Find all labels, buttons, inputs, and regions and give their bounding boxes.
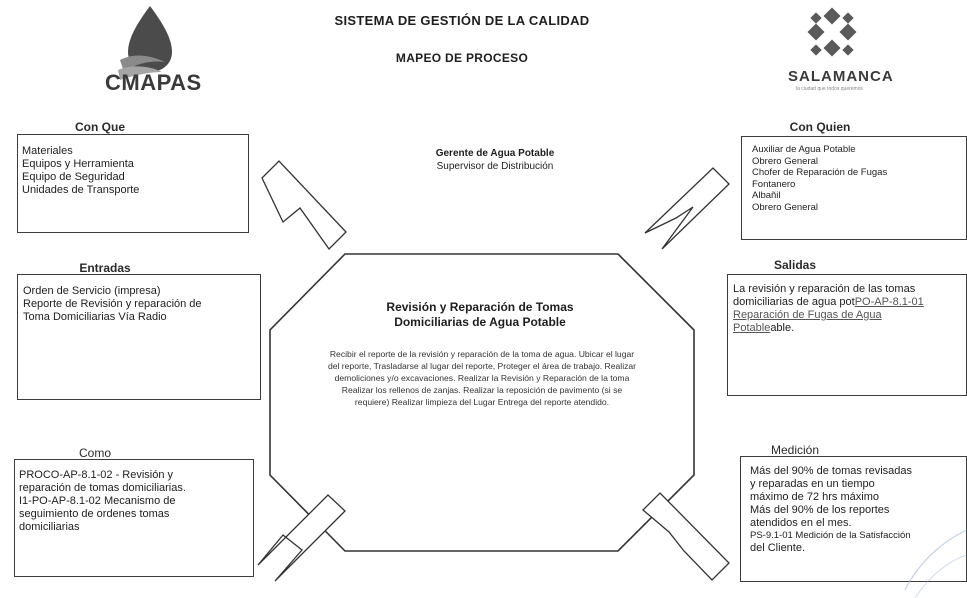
con-quien-box: Auxiliar de Agua Potable Obrero General …: [741, 136, 967, 240]
process-octagon: [269, 253, 695, 552]
entradas-item: Orden de Servicio (impresa): [23, 285, 161, 297]
entradas-box: Orden de Servicio (impresa) Reporte de R…: [17, 274, 261, 400]
arrow-bottom-left: [257, 494, 346, 582]
medicion-item: PS-9.1-01 Medición de la Satisfacción: [750, 530, 911, 541]
proceso-desc-line: demoliciones y/o excavaciones. Realizar …: [334, 373, 630, 383]
como-item: reparación de tomas domiciliarias.: [19, 482, 186, 494]
medicion-item: máximo de 72 hrs máximo: [750, 491, 879, 503]
con-que-item: Equipos y Herramienta: [22, 158, 134, 170]
proceso-desc-line: Realizar los rellenos de zanjas. Realiza…: [341, 385, 623, 395]
como-item: PROCO-AP-8.1-02 - Revisión y: [19, 469, 174, 481]
con-quien-item: Albañil: [752, 190, 781, 201]
salamanca-logo-text: SALAMANCA: [788, 68, 894, 85]
proceso-title-line1: Revisión y Reparación de Tomas: [386, 300, 574, 314]
con-que-item: Equipo de Seguridad: [22, 171, 125, 183]
arrow-top-right: [644, 167, 730, 250]
entradas-item: Toma Domiciliarias Vía Radio: [23, 311, 167, 323]
medicion-item: atendidos en el mes.: [750, 517, 852, 529]
salamanca-tagline: la ciudad que todos queremos: [796, 86, 863, 92]
como-label: Como: [78, 446, 111, 460]
proceso-description: Recibir el reporte de la revisión y repa…: [268, 348, 696, 408]
salidas-text-end: able.: [770, 322, 795, 334]
salidas-procedure-link[interactable]: PO-AP-8.1-01: [854, 296, 924, 308]
proceso-desc-line: Recibir el reporte de la revisión y repa…: [329, 349, 635, 359]
page-title: SISTEMA DE GESTIÓN DE LA CALIDAD: [334, 13, 590, 28]
salidas-label: Salidas: [773, 258, 817, 272]
con-quien-item: Auxiliar de Agua Potable: [752, 144, 856, 155]
como-item: I1-PO-AP-8.1-02 Mecanismo de: [19, 495, 176, 507]
entradas-label: Entradas: [79, 261, 131, 275]
con-quien-item: Obrero General: [752, 155, 819, 167]
page-subtitle: MAPEO DE PROCESO: [395, 51, 529, 65]
como-item: seguimiento de ordenes tomas: [19, 508, 170, 520]
como-box: PROCO-AP-8.1-02 - Revisión y reparación …: [14, 459, 254, 577]
salidas-line: La revisión y reparación de las tomas: [733, 283, 916, 295]
responsable-gerente: Gerente de Agua Potable: [435, 148, 555, 159]
proceso-title-line2: Domiciliarias de Agua Potable: [394, 315, 566, 329]
con-quien-label: Con Quien: [789, 120, 851, 134]
medicion-item: y reparadas en un tiempo: [750, 478, 875, 490]
medicion-label: Medición: [770, 443, 820, 457]
proceso-desc-line: del reporte, Trasladarse al lugar del re…: [327, 361, 637, 371]
con-que-label: Con Que: [75, 120, 125, 134]
con-quien-item: Fontanero: [752, 178, 796, 190]
con-quien-item: Chofer de Reparación de Fugas: [752, 167, 888, 178]
con-quien-item: Obrero General: [752, 201, 819, 213]
como-item: domiciliarias: [19, 521, 80, 533]
arrow-bottom-right: [642, 492, 730, 581]
arrow-top-left: [261, 160, 347, 251]
responsable-supervisor: Supervisor de Distribución: [436, 161, 554, 172]
cmapas-logo-text: CMAPAS: [105, 70, 202, 95]
medicion-item: Más del 90% de los reportes: [750, 504, 890, 516]
salidas-procedure-title-link[interactable]: Reparación de Fugas de Agua: [733, 309, 882, 321]
proceso-desc-line: requiere) Realizar limpieza del Lugar En…: [354, 397, 610, 407]
medicion-box: Más del 90% de tomas revisadas y reparad…: [740, 456, 967, 582]
salidas-box: La revisión y reparación de las tomas do…: [727, 274, 967, 396]
medicion-item: del Cliente.: [750, 541, 806, 554]
medicion-item: Más del 90% de tomas revisadas: [750, 465, 913, 477]
salidas-potable-link[interactable]: Potable: [733, 322, 771, 334]
con-que-item: Unidades de Transporte: [22, 184, 140, 196]
salidas-line2: domiciliarias de agua potPO-AP-8.1-01: [733, 296, 966, 309]
con-que-box: Materiales Equipos y Herramienta Equipo …: [17, 134, 249, 233]
con-que-item: Materiales: [22, 145, 73, 157]
proceso-title: Revisión y Reparación de Tomas Domicilia…: [340, 300, 620, 330]
salidas-text: domiciliarias de agua pot: [733, 296, 855, 308]
entradas-item: Reporte de Revisión y reparación de: [23, 298, 202, 310]
responsables-block: Gerente de Agua Potable Supervisor de Di…: [390, 147, 600, 173]
